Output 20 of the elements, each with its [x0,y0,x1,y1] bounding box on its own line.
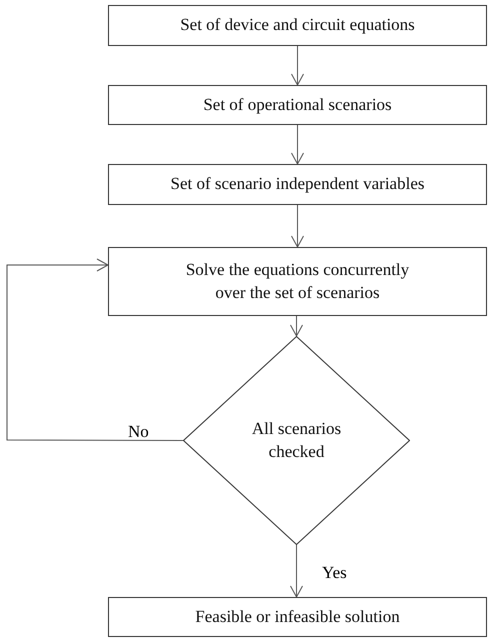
node-text: Feasible or infeasible solution [195,606,400,628]
arrow [291,46,304,86]
arrow [290,544,303,598]
arrow [291,204,304,248]
process-box [108,5,487,46]
process-box [108,164,487,205]
node-text: All scenarios checked [250,418,342,462]
node-text: Set of scenario independent variables [170,173,424,196]
edge-label: No [127,422,150,442]
edge-label: Yes [321,563,348,584]
process-box [108,247,487,316]
decision-diamond [183,336,410,545]
arrow [291,124,304,164]
arrow [290,316,303,336]
process-box [108,85,487,125]
node-text: Solve the equations concurrently over the set of scenarios [184,258,410,304]
arrow [6,258,184,441]
process-box [108,597,487,637]
node-text: Set of device and circuit equations [180,14,415,36]
node-text: Set of operational scenarios [203,94,392,116]
